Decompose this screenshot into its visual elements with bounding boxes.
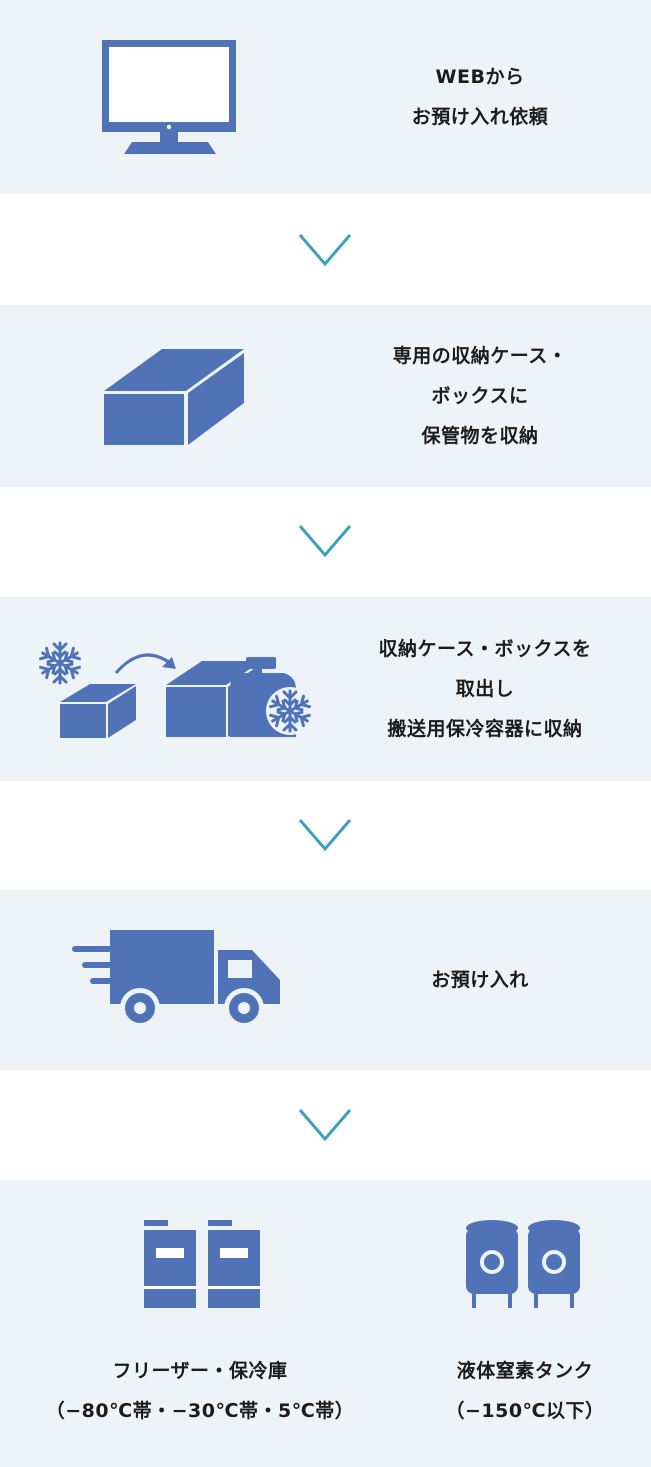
caption-line: 液体窒素タンク [456, 1360, 594, 1382]
down-arrow-icon [298, 234, 352, 267]
caption-line: （−80℃帯・−30℃帯・5℃帯） [45, 1400, 355, 1422]
caption-line: お預け入れ [431, 969, 529, 991]
step-panel-3: 収納ケース・ボックスを 取出し 搬送用保冷容器に収納 [0, 597, 651, 781]
caption-line: WEBから [435, 66, 525, 88]
liquid-nitrogen-tank-icon [466, 1220, 580, 1308]
caption-line: 保管物を収納 [421, 425, 539, 447]
step-panel-1: WEBから お預け入れ依頼 [0, 0, 651, 194]
snowflake-icon [40, 643, 81, 683]
delivery-truck-icon [72, 930, 280, 1028]
storage-caption-tank: 液体窒素タンク （−150℃以下） [400, 1351, 650, 1431]
step-panel-2: 専用の収納ケース・ ボックスに 保管物を収納 [0, 305, 651, 487]
caption-line: 取出し [455, 678, 515, 700]
box-icon [104, 349, 244, 445]
step-caption-1: WEBから お預け入れ依頼 [340, 57, 620, 137]
caption-line: 搬送用保冷容器に収納 [387, 718, 583, 740]
box-transfer-icon [34, 633, 314, 738]
step-panel-4: お預け入れ [0, 890, 651, 1070]
caption-line: ボックスに [431, 385, 529, 407]
caption-line: 収納ケース・ボックスを [378, 638, 592, 660]
storage-caption-freezer: フリーザー・保冷庫 （−80℃帯・−30℃帯・5℃帯） [10, 1351, 390, 1431]
caption-line: 専用の収納ケース・ [392, 345, 568, 367]
freezer-icon [144, 1220, 260, 1308]
caption-line: フリーザー・保冷庫 [112, 1360, 288, 1382]
step-caption-2: 専用の収納ケース・ ボックスに 保管物を収納 [340, 336, 620, 456]
caption-line: お預け入れ依頼 [411, 106, 549, 128]
storage-panel: フリーザー・保冷庫 （−80℃帯・−30℃帯・5℃帯） 液体窒素タンク （−15… [0, 1180, 651, 1467]
step-caption-4: お預け入れ [340, 960, 620, 1000]
down-arrow-icon [298, 819, 352, 852]
step-caption-3: 収納ケース・ボックスを 取出し 搬送用保冷容器に収納 [330, 629, 640, 749]
caption-line: （−150℃以下） [445, 1400, 605, 1422]
monitor-icon [102, 40, 236, 154]
down-arrow-icon [298, 1109, 352, 1142]
down-arrow-icon [298, 525, 352, 558]
